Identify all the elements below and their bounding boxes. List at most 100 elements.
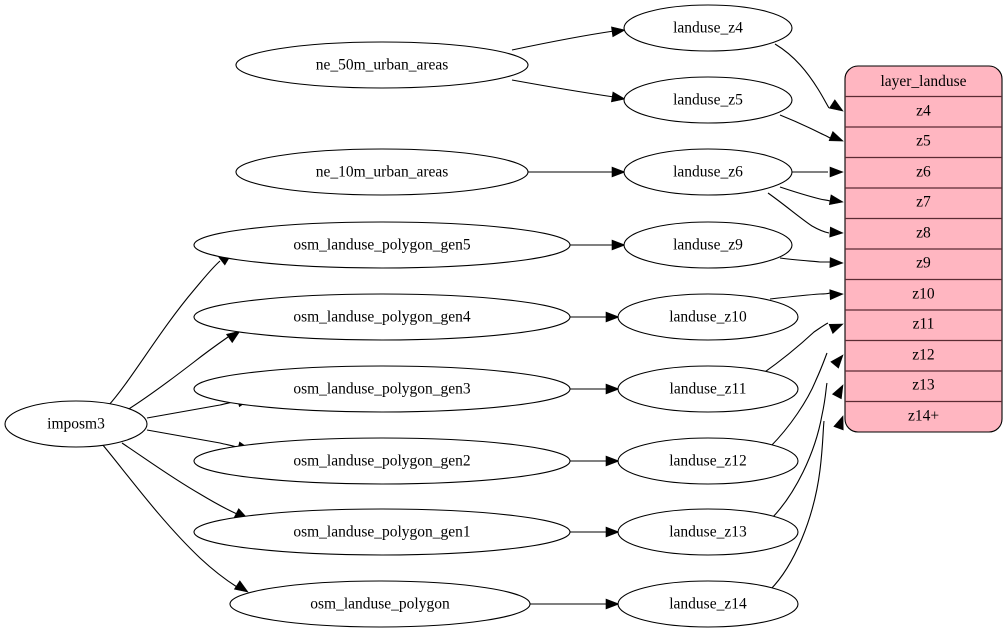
arrowhead-landuse_z12 (605, 455, 620, 467)
node-shape-ne_10m_urban_areas (235, 148, 529, 196)
arrowhead-layer_landuse-z7 (828, 194, 844, 206)
edge-landuse_z5-to-layer_landuse-z5 (779, 114, 831, 139)
node-landuse_z13[interactable]: landuse_z13 (617, 508, 799, 556)
node-shape-osm_landuse_polygon_gen3 (193, 365, 571, 413)
node-shape-landuse_z13 (617, 508, 799, 556)
node-shape-landuse_z14 (617, 580, 799, 628)
layer-table-row-z6[interactable]: z6 (845, 158, 1002, 189)
node-landuse_z9[interactable]: landuse_z9 (623, 221, 793, 269)
layer-table-row-z4[interactable]: z4 (845, 97, 1002, 128)
edge-ne_50m_urban_areas-to-landuse_z4 (511, 30, 615, 51)
layer-table-row-hit-z5[interactable] (845, 127, 1002, 158)
node-shape-imposm3 (4, 400, 148, 448)
node-shape-osm_landuse_polygon_gen2 (193, 437, 571, 485)
layer-table-row-z11[interactable]: z11 (845, 310, 1002, 341)
node-shape-osm_landuse_polygon_gen4 (193, 293, 571, 341)
arrowhead-layer_landuse-z5 (828, 130, 844, 142)
node-imposm3[interactable]: imposm3 (4, 400, 148, 448)
arrowhead-landuse_z6 (611, 166, 626, 178)
arrowhead-layer_landuse-z8 (829, 226, 844, 238)
arrowhead-layer_landuse-z11 (828, 323, 844, 335)
edge-imposm3-to-osm_landuse_polygon_gen1 (121, 442, 238, 515)
edge-imposm3-to-osm_landuse_polygon_gen2 (146, 429, 241, 449)
node-landuse_z5[interactable]: landuse_z5 (623, 76, 793, 124)
edge-landuse_z6-to-layer_landuse-z7 (779, 186, 831, 202)
arrowhead-layer_landuse-z13 (831, 384, 844, 400)
node-shape-landuse_z10 (617, 293, 799, 341)
layer-table-row-hit-z13[interactable] (845, 371, 1002, 402)
layer-table-row-hit-z8[interactable] (845, 219, 1002, 250)
node-shape-landuse_z5 (623, 76, 793, 124)
layer-table-row-z7[interactable]: z7 (845, 188, 1002, 219)
layer-table-row-hit-z6[interactable] (845, 158, 1002, 189)
edge-imposm3-to-osm_landuse_polygon_gen4 (123, 336, 229, 413)
node-osm_landuse_polygon_gen5[interactable]: osm_landuse_polygon_gen5 (193, 221, 571, 269)
edge-landuse_z6-to-layer_landuse-z8 (767, 192, 830, 234)
layer-table-row-hit-z10[interactable] (845, 280, 1002, 311)
node-landuse_z14[interactable]: landuse_z14 (617, 580, 799, 628)
layer-table-row-hit-z7[interactable] (845, 188, 1002, 219)
layer-table-row-z10[interactable]: z10 (845, 280, 1002, 311)
edge-landuse_z12-to-layer_landuse-z12 (769, 352, 828, 448)
node-osm_landuse_polygon_gen1[interactable]: osm_landuse_polygon_gen1 (193, 508, 571, 556)
node-shape-ne_50m_urban_areas (235, 41, 529, 89)
node-osm_landuse_polygon_gen2[interactable]: osm_landuse_polygon_gen2 (193, 437, 571, 485)
nodes-layer: imposm3 ne_50m_urban_areas ne_10m_urban_ar… (4, 4, 799, 628)
node-shape-osm_landuse_polygon (229, 580, 531, 628)
edge-imposm3-to-osm_landuse_polygon (101, 443, 238, 588)
node-landuse_z12[interactable]: landuse_z12 (617, 437, 799, 485)
node-landuse_z10[interactable]: landuse_z10 (617, 293, 799, 341)
arrowhead-layer_landuse-z10 (829, 289, 844, 301)
arrowhead-osm_landuse_polygon (233, 580, 249, 593)
node-shape-landuse_z6 (623, 148, 793, 196)
arrowhead-layer_landuse-z4 (828, 99, 844, 112)
layer-table-row-hit-z12[interactable] (845, 341, 1002, 372)
arrowhead-landuse_z4 (611, 26, 626, 38)
node-osm_landuse_polygon_gen4[interactable]: osm_landuse_polygon_gen4 (193, 293, 571, 341)
arrowhead-landuse_z13 (605, 526, 620, 538)
layer-table-row-z8[interactable]: z8 (845, 219, 1002, 250)
node-landuse_z11[interactable]: landuse_z11 (617, 365, 799, 413)
edge-landuse_z10-to-layer_landuse-z10 (769, 292, 831, 300)
node-ne_10m_urban_areas[interactable]: ne_10m_urban_areas (235, 148, 529, 196)
node-shape-landuse_z11 (617, 365, 799, 413)
layer-table-row-hit-z14+[interactable] (845, 402, 1002, 433)
edge-landuse_z4-to-layer_landuse-z4 (774, 43, 830, 109)
edge-imposm3-to-osm_landuse_polygon_gen3 (146, 399, 241, 419)
node-shape-landuse_z12 (617, 437, 799, 485)
node-shape-osm_landuse_polygon_gen1 (193, 508, 571, 556)
arrowhead-landuse_z10 (605, 311, 620, 323)
arrowhead-layer_landuse-z12 (830, 354, 844, 369)
layer-landuse-table[interactable]: layer_landusez4z5z6z7z8z9z10z11z12z13z14… (844, 65, 1003, 433)
edge-landuse_z11-to-layer_landuse-z11 (761, 322, 829, 375)
edge-landuse_z9-to-layer_landuse-z9 (779, 257, 830, 263)
node-shape-osm_landuse_polygon_gen5 (193, 221, 571, 269)
layer-table-row-hit-z4[interactable] (845, 97, 1002, 128)
node-shape-landuse_z9 (623, 221, 793, 269)
edge-landuse_z14-to-layer_landuse-z14+ (769, 420, 825, 591)
node-osm_landuse_polygon[interactable]: osm_landuse_polygon (229, 580, 531, 628)
node-ne_50m_urban_areas[interactable]: ne_50m_urban_areas (235, 41, 529, 89)
arrowhead-osm_landuse_polygon_gen4 (225, 330, 241, 344)
layer-table-row-z13[interactable]: z13 (845, 371, 1002, 402)
arrowhead-layer_landuse-z6 (829, 166, 844, 178)
arrowhead-landuse_z11 (605, 383, 620, 395)
node-landuse_z6[interactable]: landuse_z6 (623, 148, 793, 196)
node-osm_landuse_polygon_gen3[interactable]: osm_landuse_polygon_gen3 (193, 365, 571, 413)
layer-table-row-z12[interactable]: z12 (845, 341, 1002, 372)
arrowhead-layer_landuse-z9 (829, 257, 844, 268)
arrowhead-layer_landuse-z14+ (833, 415, 844, 431)
layer-table-row-z14+[interactable]: z14+ (845, 402, 1002, 433)
layer-table-row-hit-z11[interactable] (845, 310, 1002, 341)
node-landuse_z4[interactable]: landuse_z4 (623, 4, 793, 52)
edges-layer (101, 30, 831, 605)
layer-table-row-z5[interactable]: z5 (845, 127, 1002, 158)
arrowhead-landuse_z5 (611, 91, 626, 103)
layer-table-row-hit-z9[interactable] (845, 249, 1002, 280)
layer-table-row-z9[interactable]: z9 (845, 249, 1002, 280)
arrowhead-landuse_z14 (605, 598, 620, 610)
edge-landuse_z13-to-layer_landuse-z13 (771, 382, 828, 519)
edge-imposm3-to-osm_landuse_polygon_gen5 (107, 260, 221, 407)
